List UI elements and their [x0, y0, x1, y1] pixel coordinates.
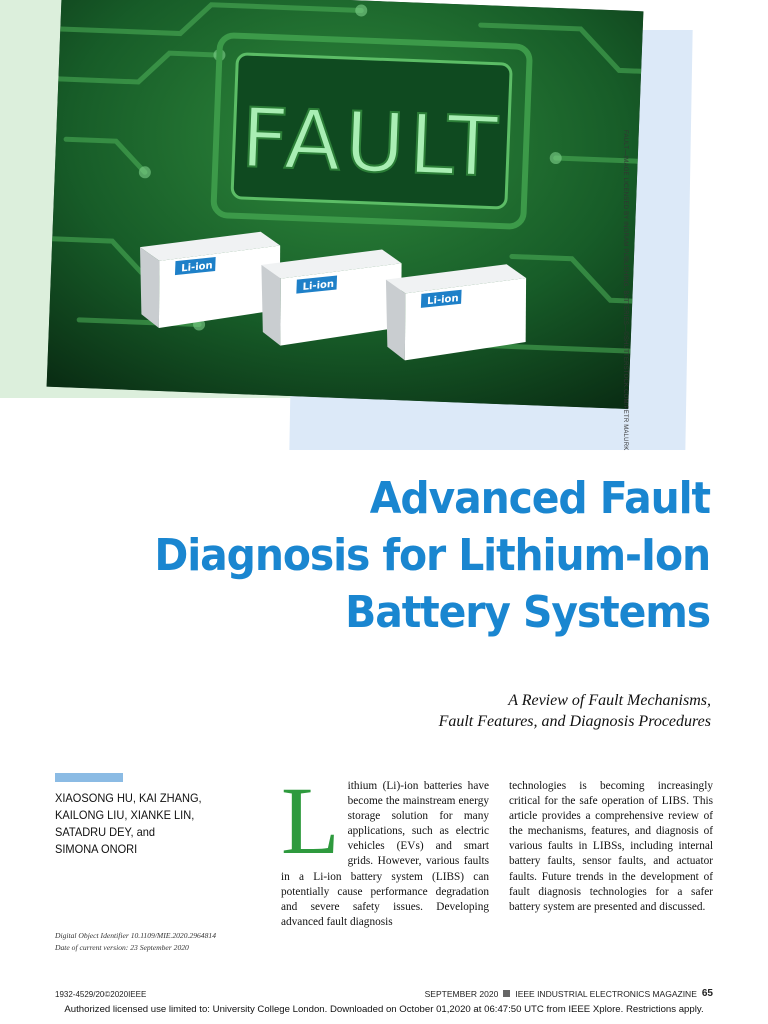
doi-identifier: Digital Object Identifier 10.1109/MIE.20…	[55, 931, 216, 940]
issue-date: SEPTEMBER 2020	[424, 988, 499, 999]
image-credit: FAULT—IMAGE LICENSED BY INGRAM PUBLISHIN…	[622, 130, 628, 451]
battery-2: Li-ion	[261, 249, 402, 346]
author-line: SIMONA ONORI	[55, 842, 138, 856]
magazine-name: IEEE INDUSTRIAL ELECTRONICS MAGAZINE	[515, 988, 697, 999]
battery-label: Li-ion	[427, 293, 459, 307]
issn-footer: 1932-4529/20©2020IEEE	[55, 990, 147, 999]
subtitle-line: Fault Features, and Diagnosis Procedures	[438, 713, 711, 730]
subtitle-line: A Review of Fault Mechanisms,	[508, 692, 711, 709]
author-line: XIAOSONG HU, KAI ZHANG,	[55, 791, 202, 805]
license-notice: Authorized licensed use limited to: Univ…	[64, 1004, 704, 1015]
square-bullet-icon	[503, 990, 511, 997]
fault-banner-text: FAULT	[239, 91, 503, 196]
battery-3: Li-ion	[385, 264, 527, 361]
drop-cap: L	[281, 767, 340, 874]
author-line: SATADRU DEY, and	[55, 825, 156, 839]
body-text-2: technologies is becoming increasingly cr…	[509, 780, 713, 913]
battery-label: Li-ion	[302, 279, 334, 293]
body-text-1: ithium (Li)-ion batteries have become th…	[281, 780, 489, 928]
article-title: Advanced Fault Diagnosis for Lithium-Ion…	[78, 470, 711, 641]
fault-battery-photo: FAULT Li-ion Li-ion Li-ion	[46, 0, 644, 410]
battery-label: Li-ion	[181, 260, 213, 274]
author-list: XIAOSONG HU, KAI ZHANG, KAILONG LIU, XIA…	[55, 790, 221, 858]
title-line: Advanced Fault	[369, 473, 711, 524]
doi-block: Digital Object Identifier 10.1109/MIE.20…	[55, 930, 255, 954]
article-subtitle: A Review of Fault Mechanisms, Fault Feat…	[211, 690, 711, 732]
version-date: Date of current version: 23 September 20…	[55, 943, 189, 952]
author-line: KAILONG LIU, XIANKE LIN,	[55, 808, 195, 822]
body-column-2: technologies is becoming increasingly cr…	[509, 779, 713, 915]
magazine-footer: SEPTEMBER 2020 IEEE INDUSTRIAL ELECTRONI…	[425, 988, 713, 999]
title-line: Battery Systems	[345, 587, 711, 638]
author-accent-bar	[55, 773, 123, 782]
body-column-1: L ithium (Li)-ion batteries have become …	[281, 767, 489, 930]
title-line: Diagnosis for Lithium-Ion	[154, 530, 711, 581]
page-number: 65	[701, 988, 713, 999]
battery-1: Li-ion	[139, 231, 281, 328]
